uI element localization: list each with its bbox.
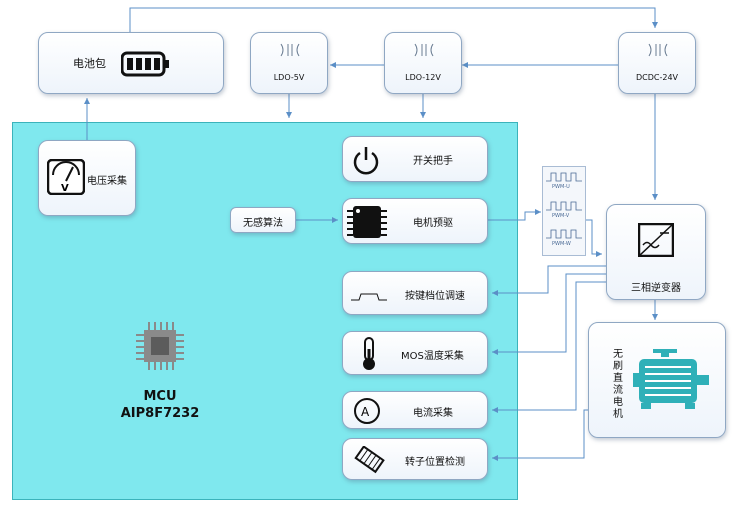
power-icon bbox=[353, 147, 379, 175]
bldc-motor-label-char: 流 bbox=[613, 385, 623, 396]
mos-temperature-label: MOS温度采集 bbox=[401, 351, 464, 362]
bldc-motor-label-char: 刷 bbox=[613, 361, 623, 372]
mcu-part-number: AIP8F7232 bbox=[120, 406, 200, 421]
bldc-motor-label-char: 直 bbox=[613, 373, 623, 384]
motor-predriver-label: 电机预驱 bbox=[413, 218, 453, 229]
pwm-w-label: PWM-W bbox=[552, 241, 571, 247]
bldc-motor-label-char: 无 bbox=[613, 349, 623, 360]
mcu-chip-icon bbox=[136, 322, 184, 370]
voltmeter-icon: V bbox=[47, 159, 85, 195]
thermometer-icon bbox=[363, 337, 375, 370]
key-speed-label: 按键档位调速 bbox=[405, 291, 465, 302]
ldo-12v-label: LDO-12V bbox=[405, 73, 441, 82]
rotor-position-label: 转子位置检测 bbox=[405, 457, 465, 468]
switch-handle-label: 开关把手 bbox=[413, 156, 453, 167]
dcdc-24v-box: DCDC-24V bbox=[618, 32, 696, 94]
ldo-5v-box: LDO-5V bbox=[250, 32, 328, 94]
bldc-motor-label-char: 机 bbox=[613, 409, 623, 420]
transformer-icon bbox=[280, 43, 300, 57]
rotor-position-box: 转子位置检测 bbox=[342, 438, 488, 480]
motor-predriver-box: 电机预驱 bbox=[342, 198, 488, 244]
bldc-motor-box: 无 刷 直 流 电 机 bbox=[588, 322, 726, 438]
ldo-5v-label: LDO-5V bbox=[273, 73, 305, 82]
voltage-sample-label: 电压采集 bbox=[87, 176, 127, 187]
battery-icon bbox=[121, 51, 169, 77]
key-button-icon bbox=[351, 293, 387, 301]
pwm-wave-u-icon bbox=[546, 172, 582, 182]
svg-text:V: V bbox=[61, 183, 69, 194]
svg-text:A: A bbox=[361, 405, 370, 419]
battery-pack-label: 电池包 bbox=[73, 57, 106, 70]
battery-pack-box: 电池包 bbox=[38, 32, 224, 94]
ldo-12v-box: LDO-12V bbox=[384, 32, 462, 94]
dcdc-24v-label: DCDC-24V bbox=[635, 73, 679, 82]
key-speed-box: 按键档位调速 bbox=[342, 271, 488, 315]
mcu-title: MCU bbox=[143, 389, 177, 404]
mos-temperature-box: MOS温度采集 bbox=[342, 331, 488, 375]
pwm-wave-v-icon bbox=[546, 201, 582, 211]
inverter-label: 三相逆变器 bbox=[631, 283, 681, 294]
pwm-v-label: PWM-V bbox=[552, 213, 570, 219]
transformer-icon bbox=[414, 43, 434, 57]
current-sample-label: 电流采集 bbox=[413, 408, 453, 419]
pwm-signal-box: PWM-U PWM-V PWM-W bbox=[542, 166, 586, 256]
switch-handle-box: 开关把手 bbox=[342, 136, 488, 182]
transformer-icon bbox=[648, 43, 668, 57]
pwm-wave-w-icon bbox=[546, 229, 582, 239]
bldc-motor-label: 无 刷 直 流 电 机 bbox=[613, 349, 625, 421]
current-sample-box: A 电流采集 bbox=[342, 391, 488, 429]
voltage-sample-box: V 电压采集 bbox=[38, 140, 136, 216]
inverter-box: 三相逆变器 bbox=[606, 204, 706, 300]
hall-sensor-icon bbox=[354, 446, 385, 474]
sensorless-algorithm-label: 无感算法 bbox=[243, 218, 283, 229]
inverter-icon bbox=[638, 223, 674, 257]
motor-icon bbox=[633, 349, 709, 409]
sensorless-algorithm-box: 无感算法 bbox=[230, 207, 296, 233]
pwm-u-label: PWM-U bbox=[552, 184, 570, 190]
ammeter-icon: A bbox=[354, 398, 380, 424]
bldc-motor-label-char: 电 bbox=[613, 397, 623, 408]
chip-icon bbox=[347, 206, 387, 238]
